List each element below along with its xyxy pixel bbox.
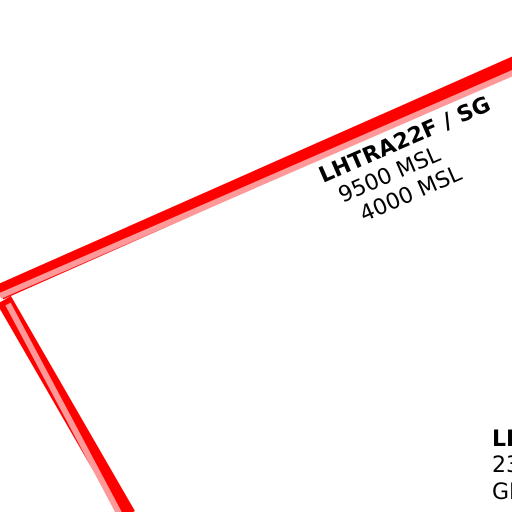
airspace-upper-limit-2: 23 — [492, 453, 512, 478]
airspace-boundary-inner — [0, 70, 512, 512]
airspace-lower-limit-2: GN — [492, 480, 512, 505]
airspace-boundary-lhtra22f[interactable] — [0, 56, 512, 512]
airspace-name-2: LI — [492, 427, 512, 452]
airspace-label-li: LI 23 GN — [491, 426, 512, 507]
